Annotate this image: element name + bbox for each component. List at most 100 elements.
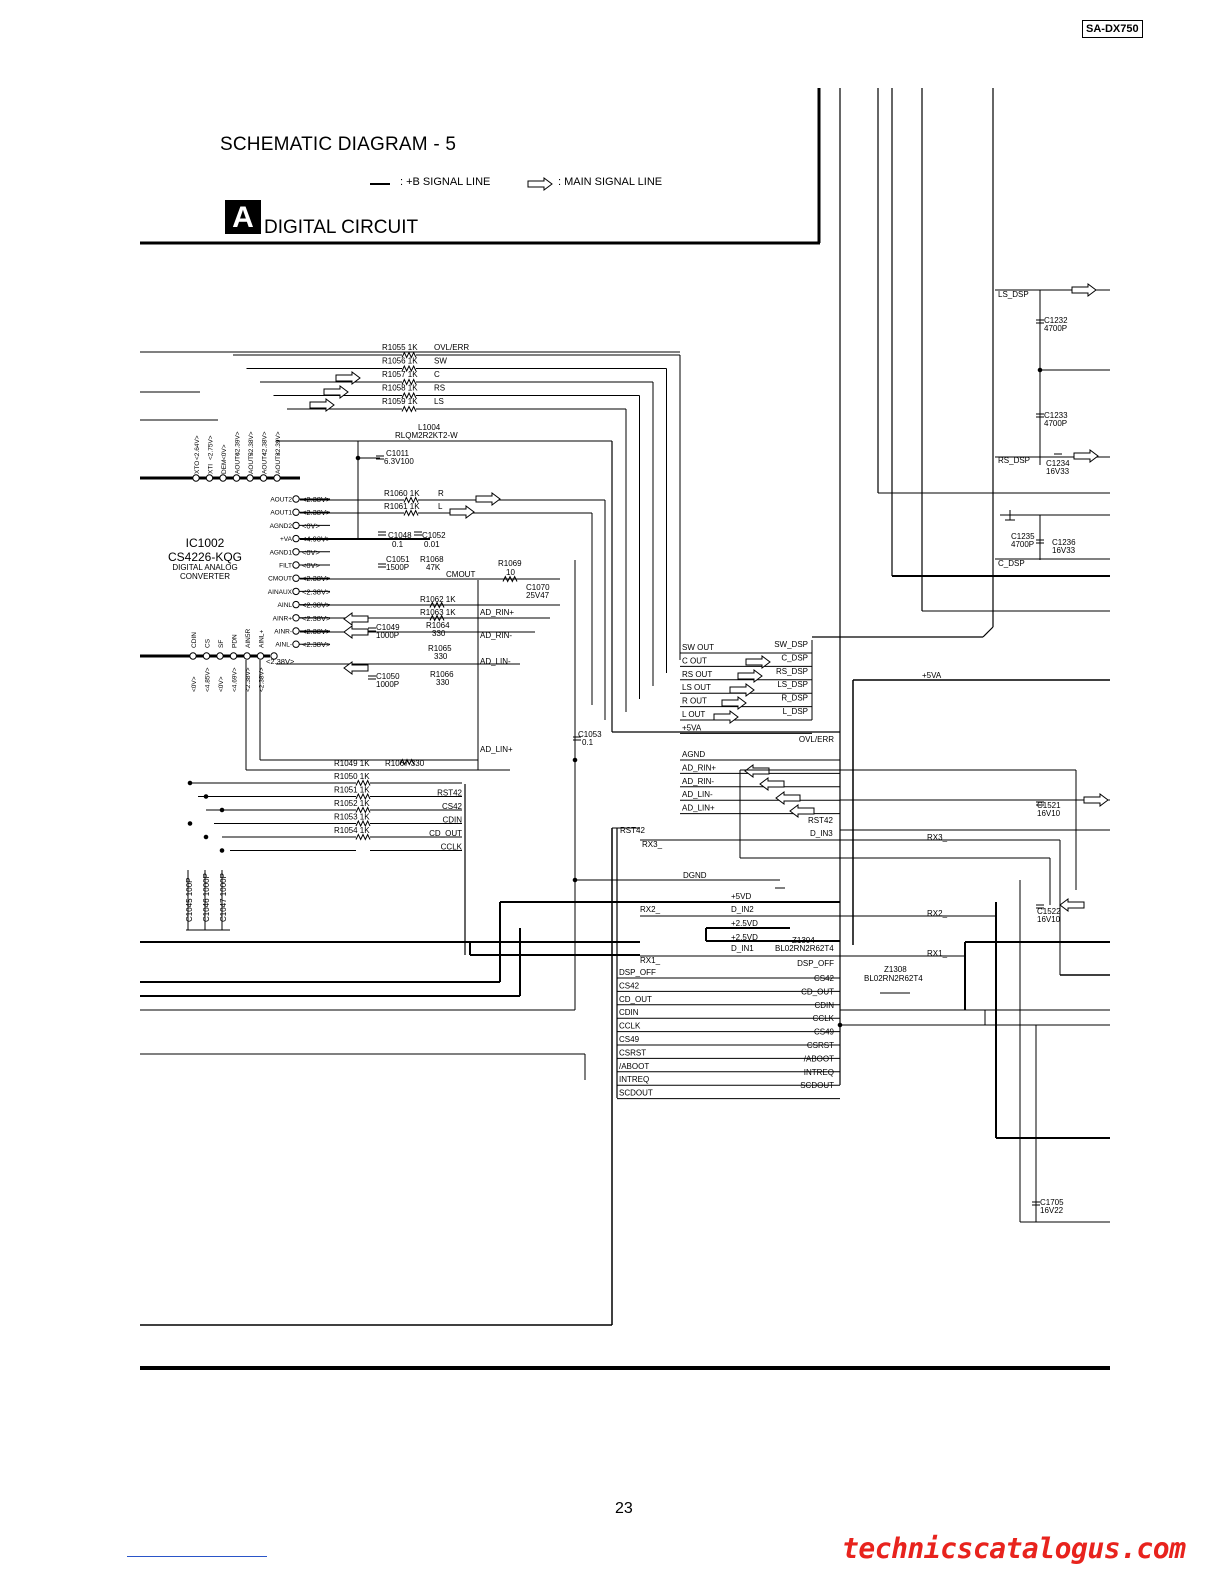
junction-dot (572, 757, 578, 763)
ic-desc: DIGITAL ANALOG (172, 563, 237, 572)
schematic-label: C1049 (376, 623, 400, 632)
schematic-label: /ABOOT (619, 1062, 649, 1071)
schematic-label: C_DSP (998, 559, 1025, 568)
ic-pin-name: AOUT4 (262, 452, 269, 474)
schematic-label: L (438, 502, 443, 511)
ic-pin-voltage: <0V> (221, 444, 228, 460)
schematic-label: 0.01 (424, 540, 440, 549)
ic-pin (219, 474, 227, 482)
ic-pin-name: AINAUX (268, 589, 293, 596)
main-signal-arrow (309, 398, 335, 412)
schematic-label: +2.5VD (731, 919, 758, 928)
ic-pin (192, 474, 200, 482)
schematic-label: BL02RN2R62T4 (864, 974, 923, 983)
schematic-label: 16V10 (1037, 809, 1061, 818)
legend-b-signal: : +B SIGNAL LINE (400, 176, 491, 188)
schematic-label: OVL/ERR (799, 735, 834, 744)
legend-main-signal: : MAIN SIGNAL LINE (558, 176, 663, 188)
ic-pin-name: AOUT5 (248, 452, 255, 474)
main-signal-arrow (475, 492, 501, 506)
ic-pin-voltage: <2.38V> (302, 508, 331, 517)
schematic-label: RST42 (620, 826, 645, 835)
ic-pin-name: CS (205, 638, 212, 648)
schematic-label: +5VD (731, 892, 751, 901)
resistor-symbol (429, 601, 445, 609)
ic-pin (292, 534, 300, 543)
schematic-label: CDIN (814, 1001, 834, 1010)
ic-pin-voltage: <2.75V> (208, 435, 215, 460)
schematic-label: C1705 (1040, 1198, 1064, 1207)
schematic-label: R1058 1K (382, 384, 418, 393)
main-signal-arrow (1059, 898, 1085, 912)
ic-pin-voltage: <2.38V> (302, 601, 331, 610)
schematic-label: C1070 (526, 583, 550, 592)
schematic-label: C (434, 370, 440, 379)
ic-pin-name: +VA (280, 536, 293, 543)
schematic-label: 4700P (1044, 324, 1067, 333)
schematic-label: +2.5VD (731, 933, 758, 942)
schematic-label: L_DSP (783, 707, 808, 716)
schematic-label: <2.38V> (266, 657, 295, 666)
schematic-label: RX1_ (640, 956, 661, 965)
ic-pin-name: AGND1 (270, 549, 293, 556)
ic-pin (292, 548, 300, 556)
main-signal-arrow (745, 655, 771, 669)
junction-dot (219, 807, 225, 813)
main-signal-arrow (1083, 793, 1109, 807)
schematic-label: INTREQ (804, 1068, 834, 1077)
ic-pin (205, 474, 214, 482)
ic-pin (246, 474, 254, 482)
watermark: technicscatalogus.com (842, 1532, 1186, 1565)
schematic-label: R (438, 489, 444, 498)
ic-pin (292, 587, 300, 596)
schematic-label: 6.3V100 (384, 457, 414, 466)
schematic-label: R1069 (498, 559, 522, 568)
ic-pin-name: AOUT2 (270, 497, 292, 504)
schematic-label: SW (434, 357, 447, 366)
schematic-label: 1000P (376, 680, 399, 689)
schematic-label: CCLK (619, 1022, 641, 1031)
resistor-symbol (403, 496, 419, 504)
ic-pin (292, 574, 300, 582)
schematic-label: 330 (436, 678, 450, 687)
ic-pin-voltage: <2.64V> (194, 435, 201, 460)
schematic-label: R1053 1K (334, 813, 370, 822)
schematic-label: AD_LIN- (480, 657, 511, 666)
vertical-bus-line (982, 626, 994, 638)
schematic-label: D_IN2 (731, 905, 754, 914)
ic-pin-name: SF (218, 640, 225, 648)
ic-pin (270, 652, 278, 660)
ic-ref: IC1002 (186, 536, 225, 550)
schematic-label: LS_DSP (998, 290, 1029, 299)
schematic-label: L OUT (682, 710, 705, 719)
schematic-label: CCLK (813, 1014, 835, 1023)
schematic-label: C1050 (376, 672, 400, 681)
ic-pin-name: AINL+ (259, 630, 266, 648)
schematic-label: AD_RIN+ (682, 763, 716, 772)
schematic-label: SW_DSP (774, 640, 808, 649)
page-title: SCHEMATIC DIAGRAM - 5 (220, 134, 457, 155)
schematic-label: R1063 1K (420, 608, 456, 617)
schematic-label: Z1304 (792, 936, 815, 945)
schematic-label: AD_RIN- (682, 777, 714, 786)
schematic-label: C1048 (388, 531, 412, 540)
schematic-label: AGND (682, 750, 705, 759)
schematic-label: CD_OUT (801, 987, 834, 996)
schematic-label: +5VA (922, 671, 942, 680)
ic-pin (292, 561, 300, 569)
schematic-label: 0.1 (392, 540, 404, 549)
resistor-symbol (401, 405, 417, 413)
schematic-label: 330 (434, 652, 448, 661)
capacitor-label: C1047 1000P (219, 873, 228, 922)
schematic-label: R1050 1K (334, 772, 370, 781)
schematic-label: 1500P (386, 563, 409, 572)
resistor-symbol (401, 391, 417, 400)
ic-pin-name: AOUT3 (275, 452, 282, 474)
schematic-label: R1049 1K (334, 759, 370, 768)
ic-pin-voltage: <2.38V> (302, 640, 331, 649)
ic-pin-voltage: <2.38V> (302, 495, 331, 504)
ic-pin (292, 508, 300, 516)
schematic-label: C_DSP (781, 653, 808, 662)
schematic-label: R1062 1K (420, 595, 456, 604)
